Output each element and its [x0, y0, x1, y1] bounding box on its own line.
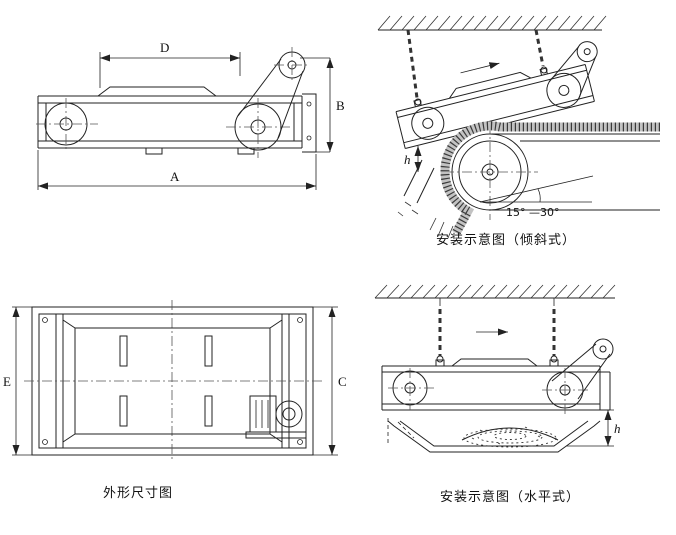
dimension-c: C [313, 306, 347, 456]
discharge-arm [237, 47, 310, 139]
dimension-e: E [3, 306, 32, 456]
dim-label-a: A [170, 169, 180, 184]
conveyor-head-drum [444, 124, 660, 220]
dim-label-h: h [614, 421, 621, 436]
dimension-d: D [99, 40, 241, 88]
dim-label-e: E [3, 374, 11, 389]
dimension-h-horizontal: h [566, 409, 621, 447]
dim-label-c: C [338, 374, 347, 389]
dim-label-h: h [404, 152, 411, 167]
belt-cleats [119, 335, 213, 427]
conveyor-trough [387, 418, 601, 453]
dim-label-d: D [160, 40, 169, 55]
belt-plan [62, 319, 283, 443]
angle-range-label: 15° —30° [506, 206, 560, 219]
suspension-chains [406, 29, 548, 106]
separator-inclined [395, 41, 598, 149]
ceiling-hatch [377, 15, 607, 31]
caption-inclined-installation: 安装示意图（倾斜式） [435, 233, 576, 248]
suspension-chains [436, 298, 558, 363]
ceiling-hatch [374, 284, 616, 299]
dimension-a: A [37, 150, 317, 190]
discharge-chute [397, 159, 435, 217]
dimension-h-inclined: h [404, 146, 422, 172]
separator-body-side [36, 47, 317, 158]
drive-motor [245, 395, 307, 439]
discharge-arm [551, 338, 614, 400]
material-stream [429, 121, 660, 239]
caption-outline-dimensions: 外形尺寸图 [102, 486, 173, 501]
dimension-b: B [300, 57, 345, 153]
side-view-drawing: D B A [36, 40, 345, 190]
caption-horizontal-installation: 安装示意图（水平式） [439, 490, 580, 505]
horizontal-installation-drawing: h [374, 284, 621, 453]
dim-label-b: B [336, 98, 345, 113]
plan-view-drawing: E C [3, 300, 347, 462]
separator-horizontal [381, 338, 614, 414]
material-pile [461, 426, 559, 448]
belt-direction-arrow [460, 62, 500, 74]
angle-annotation: 15° —30° [479, 175, 594, 219]
inclined-installation-drawing: h 15° —30° [377, 15, 660, 239]
